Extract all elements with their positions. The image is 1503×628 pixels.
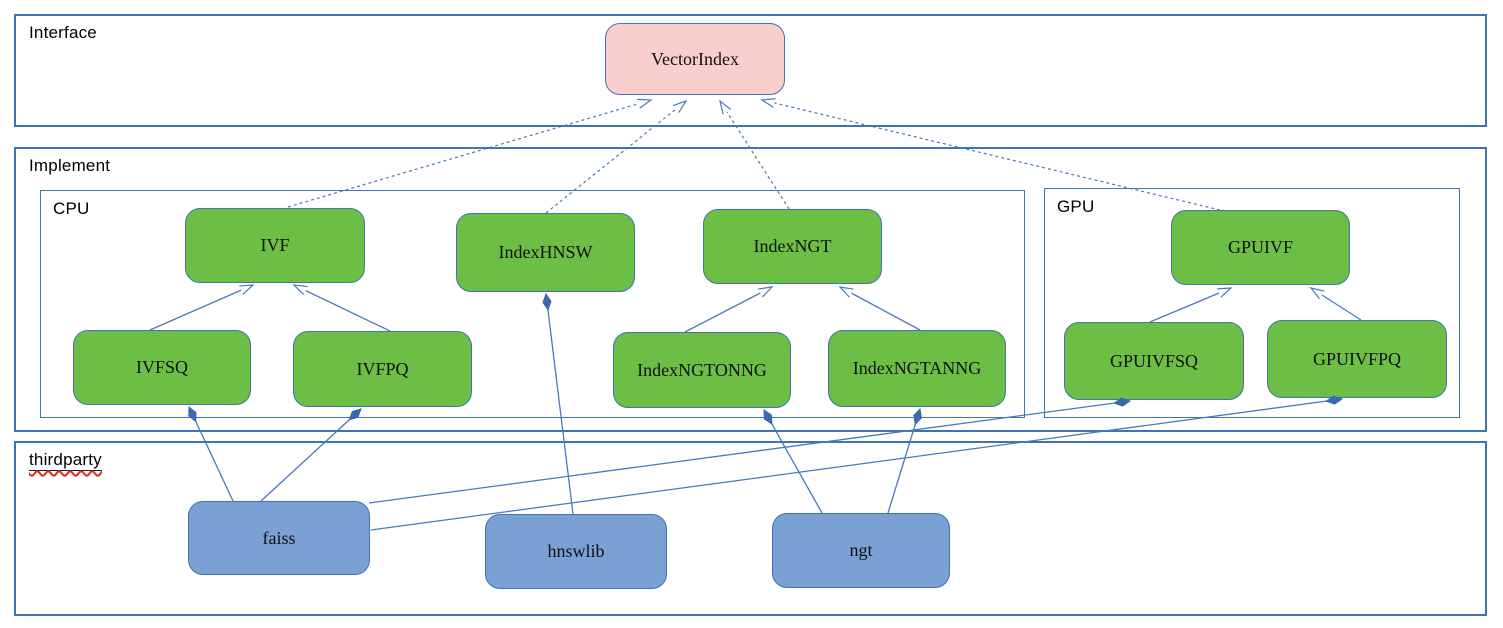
node-gpuivfpq[interactable]: GPUIVFPQ bbox=[1267, 320, 1447, 398]
node-ivfpq-label: IVFPQ bbox=[356, 358, 409, 379]
container-interface-label: Interface bbox=[29, 23, 97, 42]
node-gpuivf-label: GPUIVF bbox=[1227, 237, 1293, 257]
node-indexngt-label: IndexNGT bbox=[753, 236, 832, 256]
node-indexngtonng[interactable]: IndexNGTONNG bbox=[613, 332, 791, 408]
node-ngt-label: ngt bbox=[849, 540, 873, 560]
node-ivfsq-label: IVFSQ bbox=[135, 357, 188, 377]
node-indexngtanng-label: IndexNGTANNG bbox=[852, 358, 982, 378]
node-faiss-label: faiss bbox=[262, 527, 296, 548]
node-indexhnsw-label: IndexHNSW bbox=[498, 242, 593, 262]
node-ivf-label: IVF bbox=[260, 235, 290, 255]
node-ivf[interactable]: IVF bbox=[185, 208, 365, 283]
node-vectorindex[interactable]: VectorIndex bbox=[605, 23, 785, 95]
node-gpuivfpq-label: GPUIVFPQ bbox=[1312, 348, 1402, 369]
node-vectorindex-label: VectorIndex bbox=[651, 48, 739, 69]
node-gpuivfsq-label: GPUIVFSQ bbox=[1109, 350, 1199, 371]
node-indexngt[interactable]: IndexNGT bbox=[703, 209, 882, 284]
node-indexngtonng-label: IndexNGTONNG bbox=[637, 359, 767, 380]
container-implement-label: Implement bbox=[29, 156, 111, 175]
node-ivfpq[interactable]: IVFPQ bbox=[293, 331, 472, 407]
node-gpuivf[interactable]: GPUIVF bbox=[1171, 210, 1350, 285]
node-faiss[interactable]: faiss bbox=[188, 501, 370, 575]
node-ngt[interactable]: ngt bbox=[772, 513, 950, 588]
container-cpu-label: CPU bbox=[53, 199, 90, 218]
container-thirdparty-label: thirdparty bbox=[29, 450, 102, 471]
container-gpu-label: GPU bbox=[1057, 197, 1095, 216]
node-gpuivfsq[interactable]: GPUIVFSQ bbox=[1064, 322, 1244, 400]
node-ivfsq[interactable]: IVFSQ bbox=[73, 330, 251, 405]
misspelled-word: thirdparty bbox=[29, 450, 102, 471]
node-hnswlib-label: hnswlib bbox=[547, 541, 605, 561]
node-hnswlib[interactable]: hnswlib bbox=[485, 514, 667, 589]
node-indexhnsw[interactable]: IndexHNSW bbox=[456, 213, 635, 292]
node-indexngtanng[interactable]: IndexNGTANNG bbox=[828, 330, 1006, 407]
